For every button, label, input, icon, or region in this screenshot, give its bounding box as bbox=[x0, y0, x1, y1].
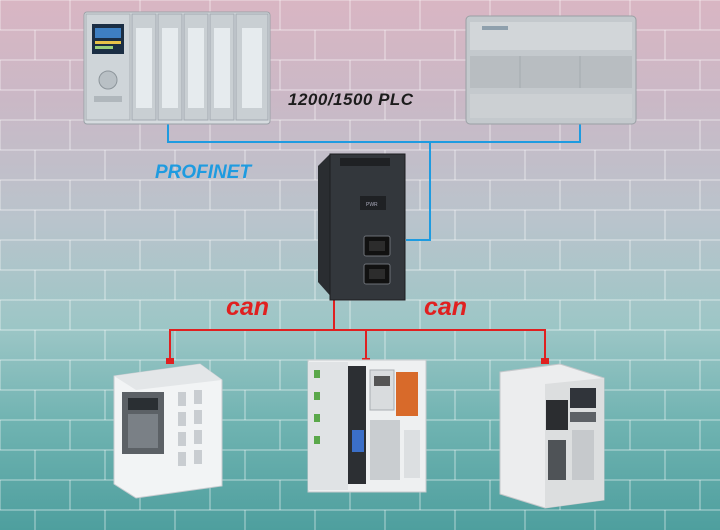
profinet-label: PROFINET bbox=[155, 162, 252, 183]
plc-label: 1200/1500 PLC bbox=[288, 90, 414, 109]
profinet-bus bbox=[167, 120, 581, 241]
can-label-right: can bbox=[424, 293, 468, 321]
can-label-left: can bbox=[226, 293, 270, 321]
svg-text:PWR: PWR bbox=[366, 202, 378, 208]
